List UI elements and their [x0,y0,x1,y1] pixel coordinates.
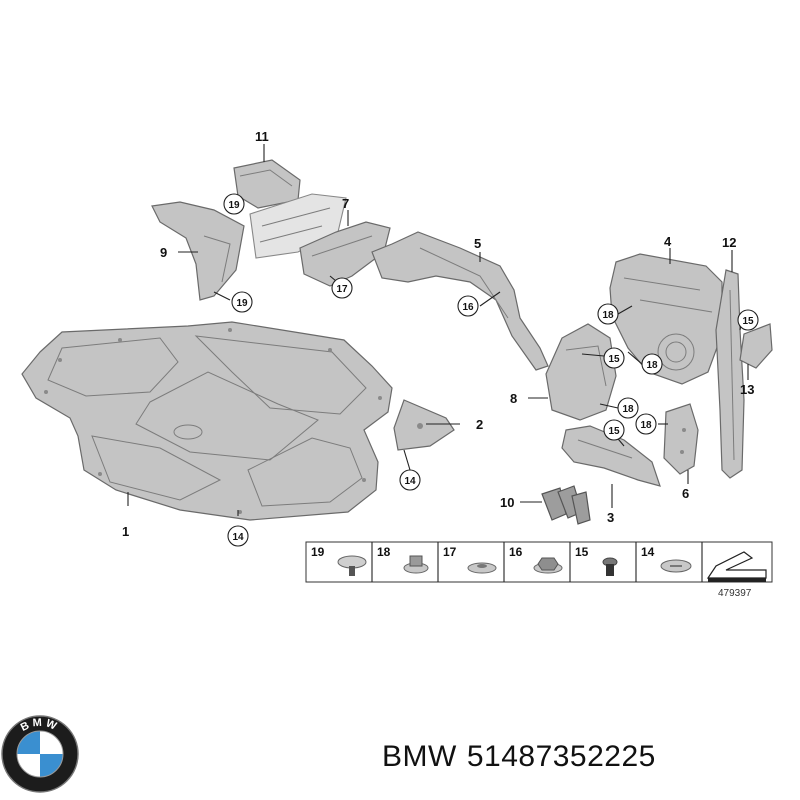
callout-4: 4 [664,234,672,249]
svg-text:18: 18 [646,360,658,371]
callout-2: 2 [476,417,483,432]
part-number: 51487352225 [466,740,656,773]
svg-text:18: 18 [640,420,652,431]
legend-item-16: 16 [509,545,563,574]
triangular-bracket-part [393,399,455,451]
svg-text:14: 14 [641,545,655,559]
screw-clip-icon [660,559,692,573]
legend-item-15: 15 [575,545,618,576]
svg-text:15: 15 [608,426,620,437]
side-bracket-part [663,403,699,475]
legend-item-19: 19 [311,545,367,576]
svg-text:15: 15 [575,545,589,559]
circled-callout-19-b: 19 [231,291,253,313]
circled-callout-18-b: 18 [617,397,639,419]
expansion-rivet-icon [602,557,618,576]
circled-callout-18-d: 18 [641,353,663,375]
svg-text:19: 19 [228,200,240,211]
svg-text:16: 16 [509,545,523,559]
circled-callout-17: 17 [331,277,353,299]
callout-10: 10 [500,495,514,510]
svg-text:15: 15 [742,316,754,327]
legend-item-14: 14 [641,545,692,573]
callout-12: 12 [722,235,736,250]
callout-1: 1 [122,524,129,539]
callout-13: 13 [740,382,754,397]
hex-nut-icon [533,557,563,574]
circled-callout-14-a: 14 [227,525,249,547]
svg-text:19: 19 [311,545,325,559]
clip-set-part [541,485,591,525]
svg-text:17: 17 [443,545,457,559]
bmw-roundel-icon: BMW [1,715,79,793]
circled-callout-16: 16 [457,295,479,317]
svg-text:14: 14 [404,476,416,487]
circled-callout-18-a: 18 [597,303,619,325]
hex-nut-flange-icon [403,555,429,574]
vertical-strip-part [715,269,745,479]
circled-callout-14-b: 14 [399,469,421,491]
fastener-legend: 19 18 17 16 [305,541,773,599]
callout-3: 3 [607,510,614,525]
svg-text:16: 16 [462,302,474,313]
callout-9: 9 [160,245,167,260]
circled-callout-15-c: 15 [603,419,625,441]
svg-text:BMW: BMW [19,717,61,734]
callout-5: 5 [474,236,481,251]
callout-6: 6 [682,486,689,501]
svg-text:18: 18 [377,545,391,559]
arrow-wedge-icon [706,551,767,582]
curved-bracket-part [545,323,617,421]
callout-7: 7 [342,196,349,211]
flat-nut-icon [467,562,497,574]
circled-callout-18-c: 18 [635,413,657,435]
svg-text:14: 14 [232,532,244,543]
push-rivet-icon [337,555,367,576]
diagonal-shield-part [371,231,549,371]
underbody-shield-part [21,321,393,521]
brand-part-number: BMW 51487352225 [382,740,666,774]
svg-text:19: 19 [236,298,248,309]
small-clip-part [739,323,773,369]
circled-callout-15-a: 15 [603,347,625,369]
circled-callout-19-a: 19 [223,193,245,215]
callout-labels: 1 2 3 4 5 6 7 8 9 10 11 12 13 [122,129,754,539]
panel-with-opening-part [609,253,723,385]
circled-callout-15-b: 15 [737,309,759,331]
svg-text:15: 15 [608,354,620,365]
svg-text:17: 17 [336,284,348,295]
callout-11: 11 [255,129,269,144]
svg-text:18: 18 [622,404,634,415]
diagram-reference-number: 479397 [718,588,752,599]
svg-text:18: 18 [602,310,614,321]
callout-8: 8 [510,391,517,406]
brand-name: BMW [382,740,457,773]
legend-item-17: 17 [443,545,497,574]
circled-callouts: 14 14 15 15 15 16 17 18 [223,193,759,547]
left-bracket-part [151,201,245,301]
legend-item-18: 18 [377,545,429,574]
